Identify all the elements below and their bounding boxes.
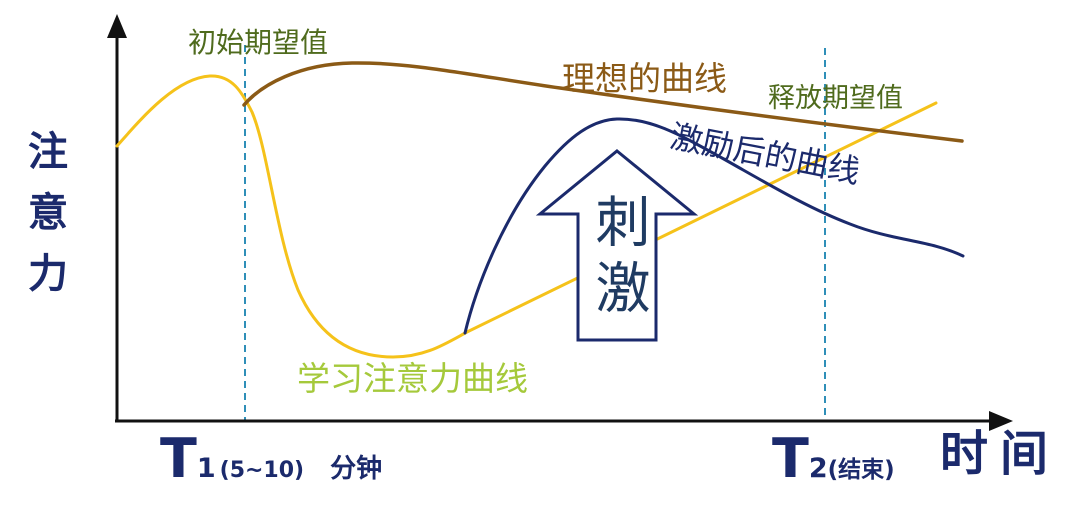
x-axis-arrowhead	[989, 411, 1013, 431]
t1-range: (5~10)	[219, 458, 305, 483]
learning-attention-curve	[115, 74, 938, 359]
t2-index: 2	[808, 453, 828, 484]
ideal-curve-label: 理想的曲线	[562, 59, 727, 98]
ideal-curve	[242, 61, 964, 143]
t2-time-mark: T 2 (结束)	[772, 432, 895, 486]
t1-time-mark: T 1 (5~10) 分钟	[160, 432, 382, 486]
learning-attention-curve-label: 学习注意力曲线	[297, 359, 528, 398]
t2-note: (结束)	[827, 457, 895, 483]
initial-expectation-label: 初始期望值	[188, 26, 329, 59]
release-expectation-label: 释放期望值	[768, 83, 903, 114]
y-axis-label: 注意力	[21, 130, 67, 313]
stimulated-curve	[463, 117, 965, 335]
stimulus-arrow-label: 刺激	[586, 193, 650, 325]
x-axis-label: 时间	[940, 426, 1061, 482]
y-axis-arrowhead	[107, 14, 127, 38]
t1-letter: T	[160, 427, 197, 490]
t1-index: 1	[196, 453, 216, 484]
t1-unit: 分钟	[330, 454, 383, 484]
stimulus-up-arrow	[535, 149, 699, 342]
t2-letter: T	[772, 427, 809, 490]
